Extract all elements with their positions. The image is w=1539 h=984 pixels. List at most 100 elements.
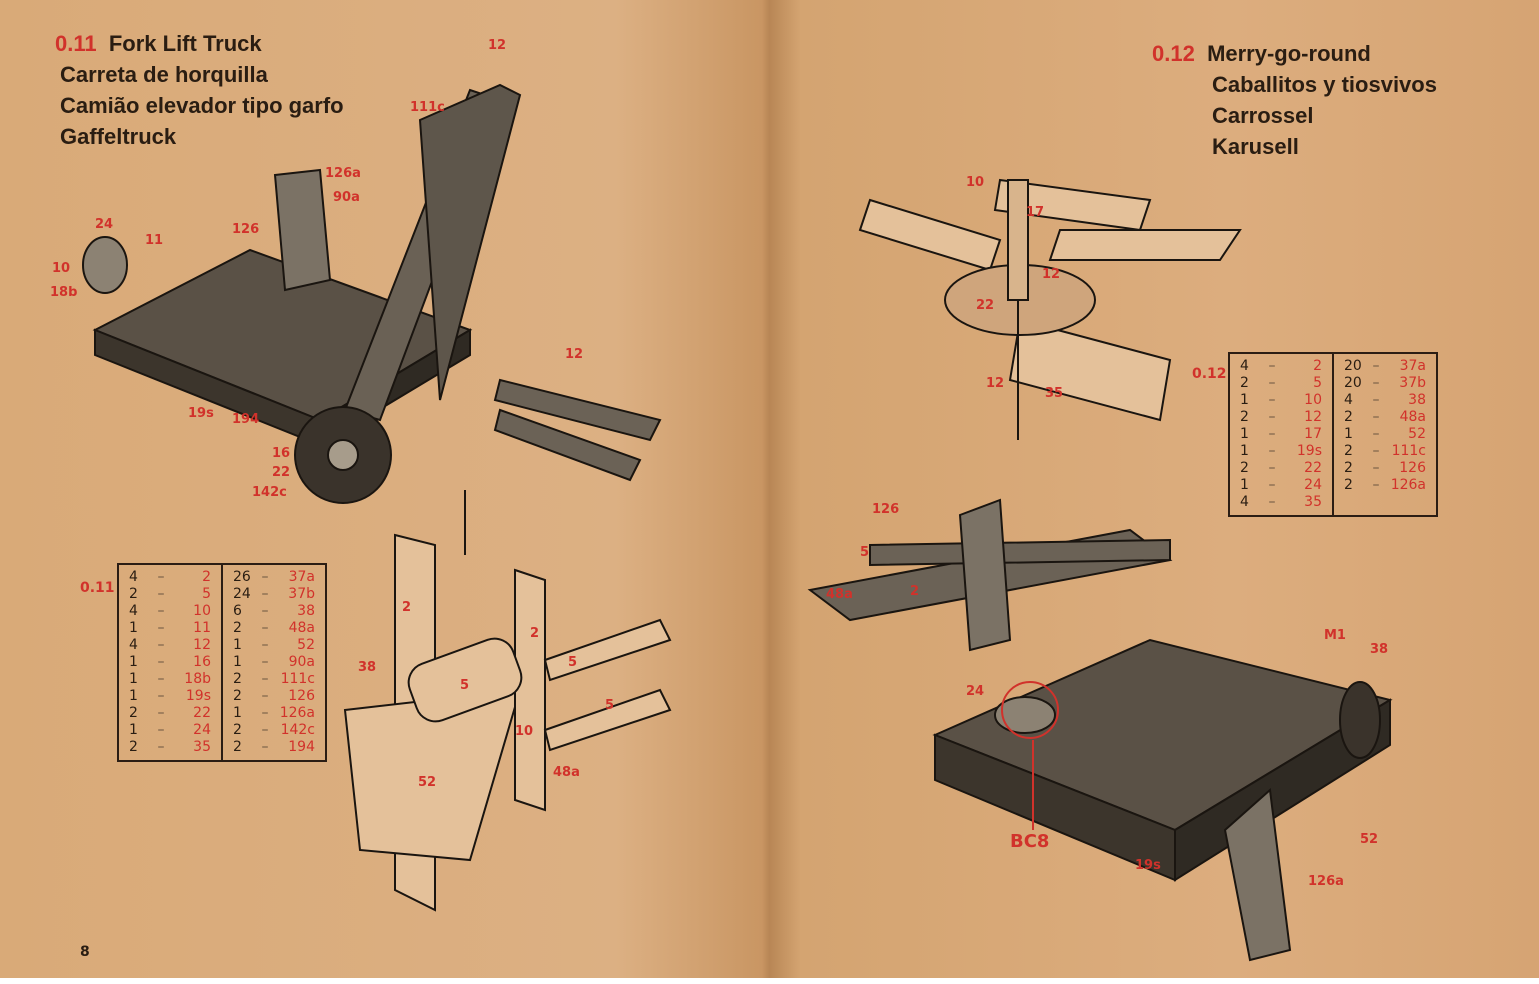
part-number: 24 (1304, 477, 1322, 493)
dash: – (1372, 358, 1380, 374)
parts-table-label: 0.11 (80, 580, 115, 596)
part-number: 37a (1399, 358, 1426, 374)
part-quantity: 4 (1240, 494, 1249, 510)
part-quantity: 1 (1344, 426, 1353, 442)
callout: 126a (325, 166, 361, 181)
dash: – (1268, 477, 1276, 493)
right-model-number: 0.12 (1152, 41, 1195, 66)
part-number: 35 (1304, 494, 1322, 510)
parts-row: 2–22 (1240, 460, 1322, 477)
parts-row: 1–90a (233, 654, 315, 671)
part-quantity: 4 (129, 637, 138, 653)
callout: 38 (1370, 642, 1389, 657)
part-number: 5 (202, 586, 211, 602)
parts-row: 1–19s (129, 688, 211, 705)
dash: – (261, 739, 269, 755)
part-number: 111c (280, 671, 315, 687)
dash: – (261, 586, 269, 602)
callout: 2 (530, 626, 540, 641)
callout: 10 (966, 175, 985, 190)
fork-lift-illustration (82, 83, 662, 504)
dash: – (157, 671, 165, 687)
dash: – (157, 705, 165, 721)
callout: 142c (252, 485, 287, 500)
callout: 5 (605, 698, 615, 713)
dash: – (1372, 460, 1380, 476)
callout: 12 (565, 347, 584, 362)
dash: – (261, 637, 269, 653)
parts-row: 2–142c (233, 722, 315, 739)
parts-row: 1–126a (233, 705, 315, 722)
parts-row: 1–16 (129, 654, 211, 671)
part-quantity: 4 (129, 569, 138, 585)
part-number: 16 (193, 654, 211, 670)
parts-row: 2–111c (1344, 443, 1426, 460)
part-number: 38 (1408, 392, 1426, 408)
dash: – (1372, 375, 1380, 391)
part-quantity: 2 (129, 705, 138, 721)
dash: – (157, 620, 165, 636)
dash: – (157, 569, 165, 585)
parts-row: 4–10 (129, 603, 211, 620)
parts-row: 20– 37a (1344, 358, 1426, 375)
parts-row: 2 – 126 (233, 688, 315, 705)
part-number: 111c (1391, 443, 1426, 459)
parts-row: 2 – 22 (129, 705, 211, 722)
title-es: Carreta de horquilla (60, 62, 268, 87)
part-number: 22 (193, 705, 211, 721)
dash: – (1268, 375, 1276, 391)
callout: 52 (1360, 832, 1379, 847)
callout: 5 (568, 655, 578, 670)
part-quantity: 4 (1240, 358, 1249, 374)
left-model-number: 0.11 (55, 31, 97, 56)
part-number: 10 (1304, 392, 1322, 408)
carousel-model-illustration (807, 498, 1393, 962)
dash: – (261, 671, 269, 687)
dash: – (261, 705, 269, 721)
part-quantity: 2 (233, 688, 242, 704)
parts-row: 1–17 (1240, 426, 1322, 443)
part-number: 194 (288, 739, 315, 755)
callout: 126a (1308, 874, 1344, 889)
dash: – (1372, 409, 1380, 425)
parts-row: 2–126 (1344, 460, 1426, 477)
part-quantity: 1 (129, 688, 138, 704)
parts-row: 1 – 11 (129, 620, 211, 637)
dash: – (1372, 426, 1380, 442)
part-number: 90a (288, 654, 315, 670)
parts-row: 2 –111c (233, 671, 315, 688)
parts-row: 1–24 (129, 722, 211, 739)
part-quantity: 26 (233, 569, 251, 585)
callout: 12 (1042, 267, 1061, 282)
dash: – (1372, 443, 1380, 459)
part-number: 142c (280, 722, 315, 738)
parts-row: 1–10 (1240, 392, 1322, 409)
part-quantity: 20 (1344, 358, 1362, 374)
part-quantity: 2 (1344, 409, 1353, 425)
dash: – (1268, 426, 1276, 442)
title-pt: Carrossel (1212, 103, 1314, 128)
dash: – (261, 603, 269, 619)
part-quantity: 2 (129, 586, 138, 602)
dash: – (1372, 392, 1380, 408)
part-quantity: 1 (129, 620, 138, 636)
callout: 18b (50, 285, 78, 300)
parts-row: 4–38 (1344, 392, 1426, 409)
callout: 52 (418, 775, 437, 790)
part-number: 126 (1399, 460, 1426, 476)
parts-row: 24–37b (233, 586, 315, 603)
part-number: 52 (1408, 426, 1426, 442)
dash: – (1268, 409, 1276, 425)
part-number: 11 (193, 620, 211, 636)
part-number: 126 (288, 688, 315, 704)
dash: – (261, 688, 269, 704)
part-quantity: 2 (233, 671, 242, 687)
dash: – (1268, 443, 1276, 459)
part-quantity: 1 (233, 705, 242, 721)
part-quantity: 2 (1344, 477, 1353, 493)
dash: – (157, 586, 165, 602)
